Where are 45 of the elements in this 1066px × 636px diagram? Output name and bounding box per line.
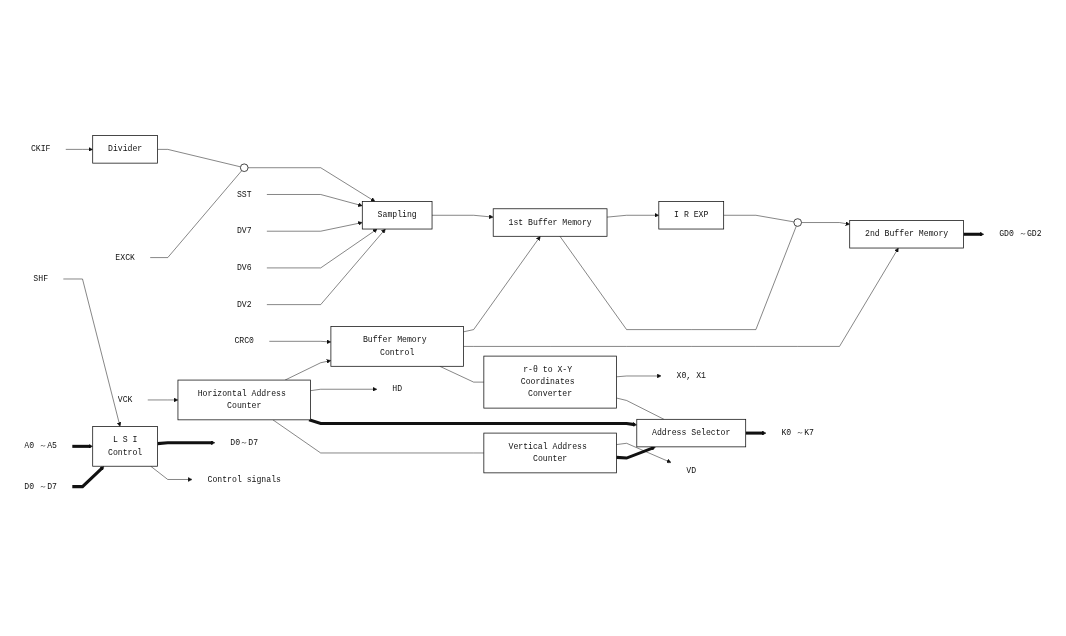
connector xyxy=(157,149,241,168)
node-text: D0 ～D7 xyxy=(24,482,58,492)
node-box: r-θ to X-Y Coordinates Converter xyxy=(483,355,617,409)
node-text: DV2 xyxy=(236,300,252,310)
node-text: VCK xyxy=(117,395,133,405)
arrow xyxy=(72,444,93,449)
node-box: Vertical Address Counter xyxy=(483,432,617,474)
node-text: X0, X1 xyxy=(676,371,706,381)
arrow xyxy=(745,430,767,436)
arrow xyxy=(616,446,656,460)
arrow xyxy=(72,466,105,489)
connector xyxy=(149,170,242,258)
connector xyxy=(616,397,665,420)
node-box: L S I Control xyxy=(92,426,158,467)
connector xyxy=(272,419,485,454)
node-box: Address Selector xyxy=(636,418,747,448)
node-box: Buffer Memory Control xyxy=(330,326,464,367)
node-text: A0 ～A5 xyxy=(24,441,58,451)
node-text: CRC0 xyxy=(234,336,255,346)
node-box: Sampling xyxy=(361,201,433,230)
node-box: I R EXP xyxy=(658,201,725,230)
connector xyxy=(723,215,795,223)
node-text: Control signals xyxy=(207,474,281,485)
node-text: HD xyxy=(392,384,403,394)
node-box: Divider xyxy=(92,135,158,164)
connector xyxy=(559,225,797,330)
node-text: SHF xyxy=(33,274,49,284)
arrow xyxy=(157,440,216,446)
arrow xyxy=(308,418,637,427)
connector xyxy=(439,366,485,383)
node-text: GD0 ～GD2 xyxy=(999,229,1042,239)
node-text: VD xyxy=(686,466,697,476)
node-text: DV6 xyxy=(236,263,252,273)
node-box: 2nd Buffer Memory xyxy=(849,220,964,249)
arrow xyxy=(963,232,985,237)
node-box: Horizontal Address Counter xyxy=(177,379,311,421)
node-switch xyxy=(793,218,802,227)
node-text: CKIF xyxy=(30,144,51,154)
node-text: K0 ～K7 xyxy=(781,428,815,438)
node-text: EXCK xyxy=(115,253,135,263)
node-switch xyxy=(240,163,249,172)
node-box: 1st Buffer Memory xyxy=(492,208,608,237)
node-text: SST xyxy=(236,189,252,200)
node-text: DV7 xyxy=(236,226,252,236)
node-text: D0～D7 xyxy=(230,438,259,448)
